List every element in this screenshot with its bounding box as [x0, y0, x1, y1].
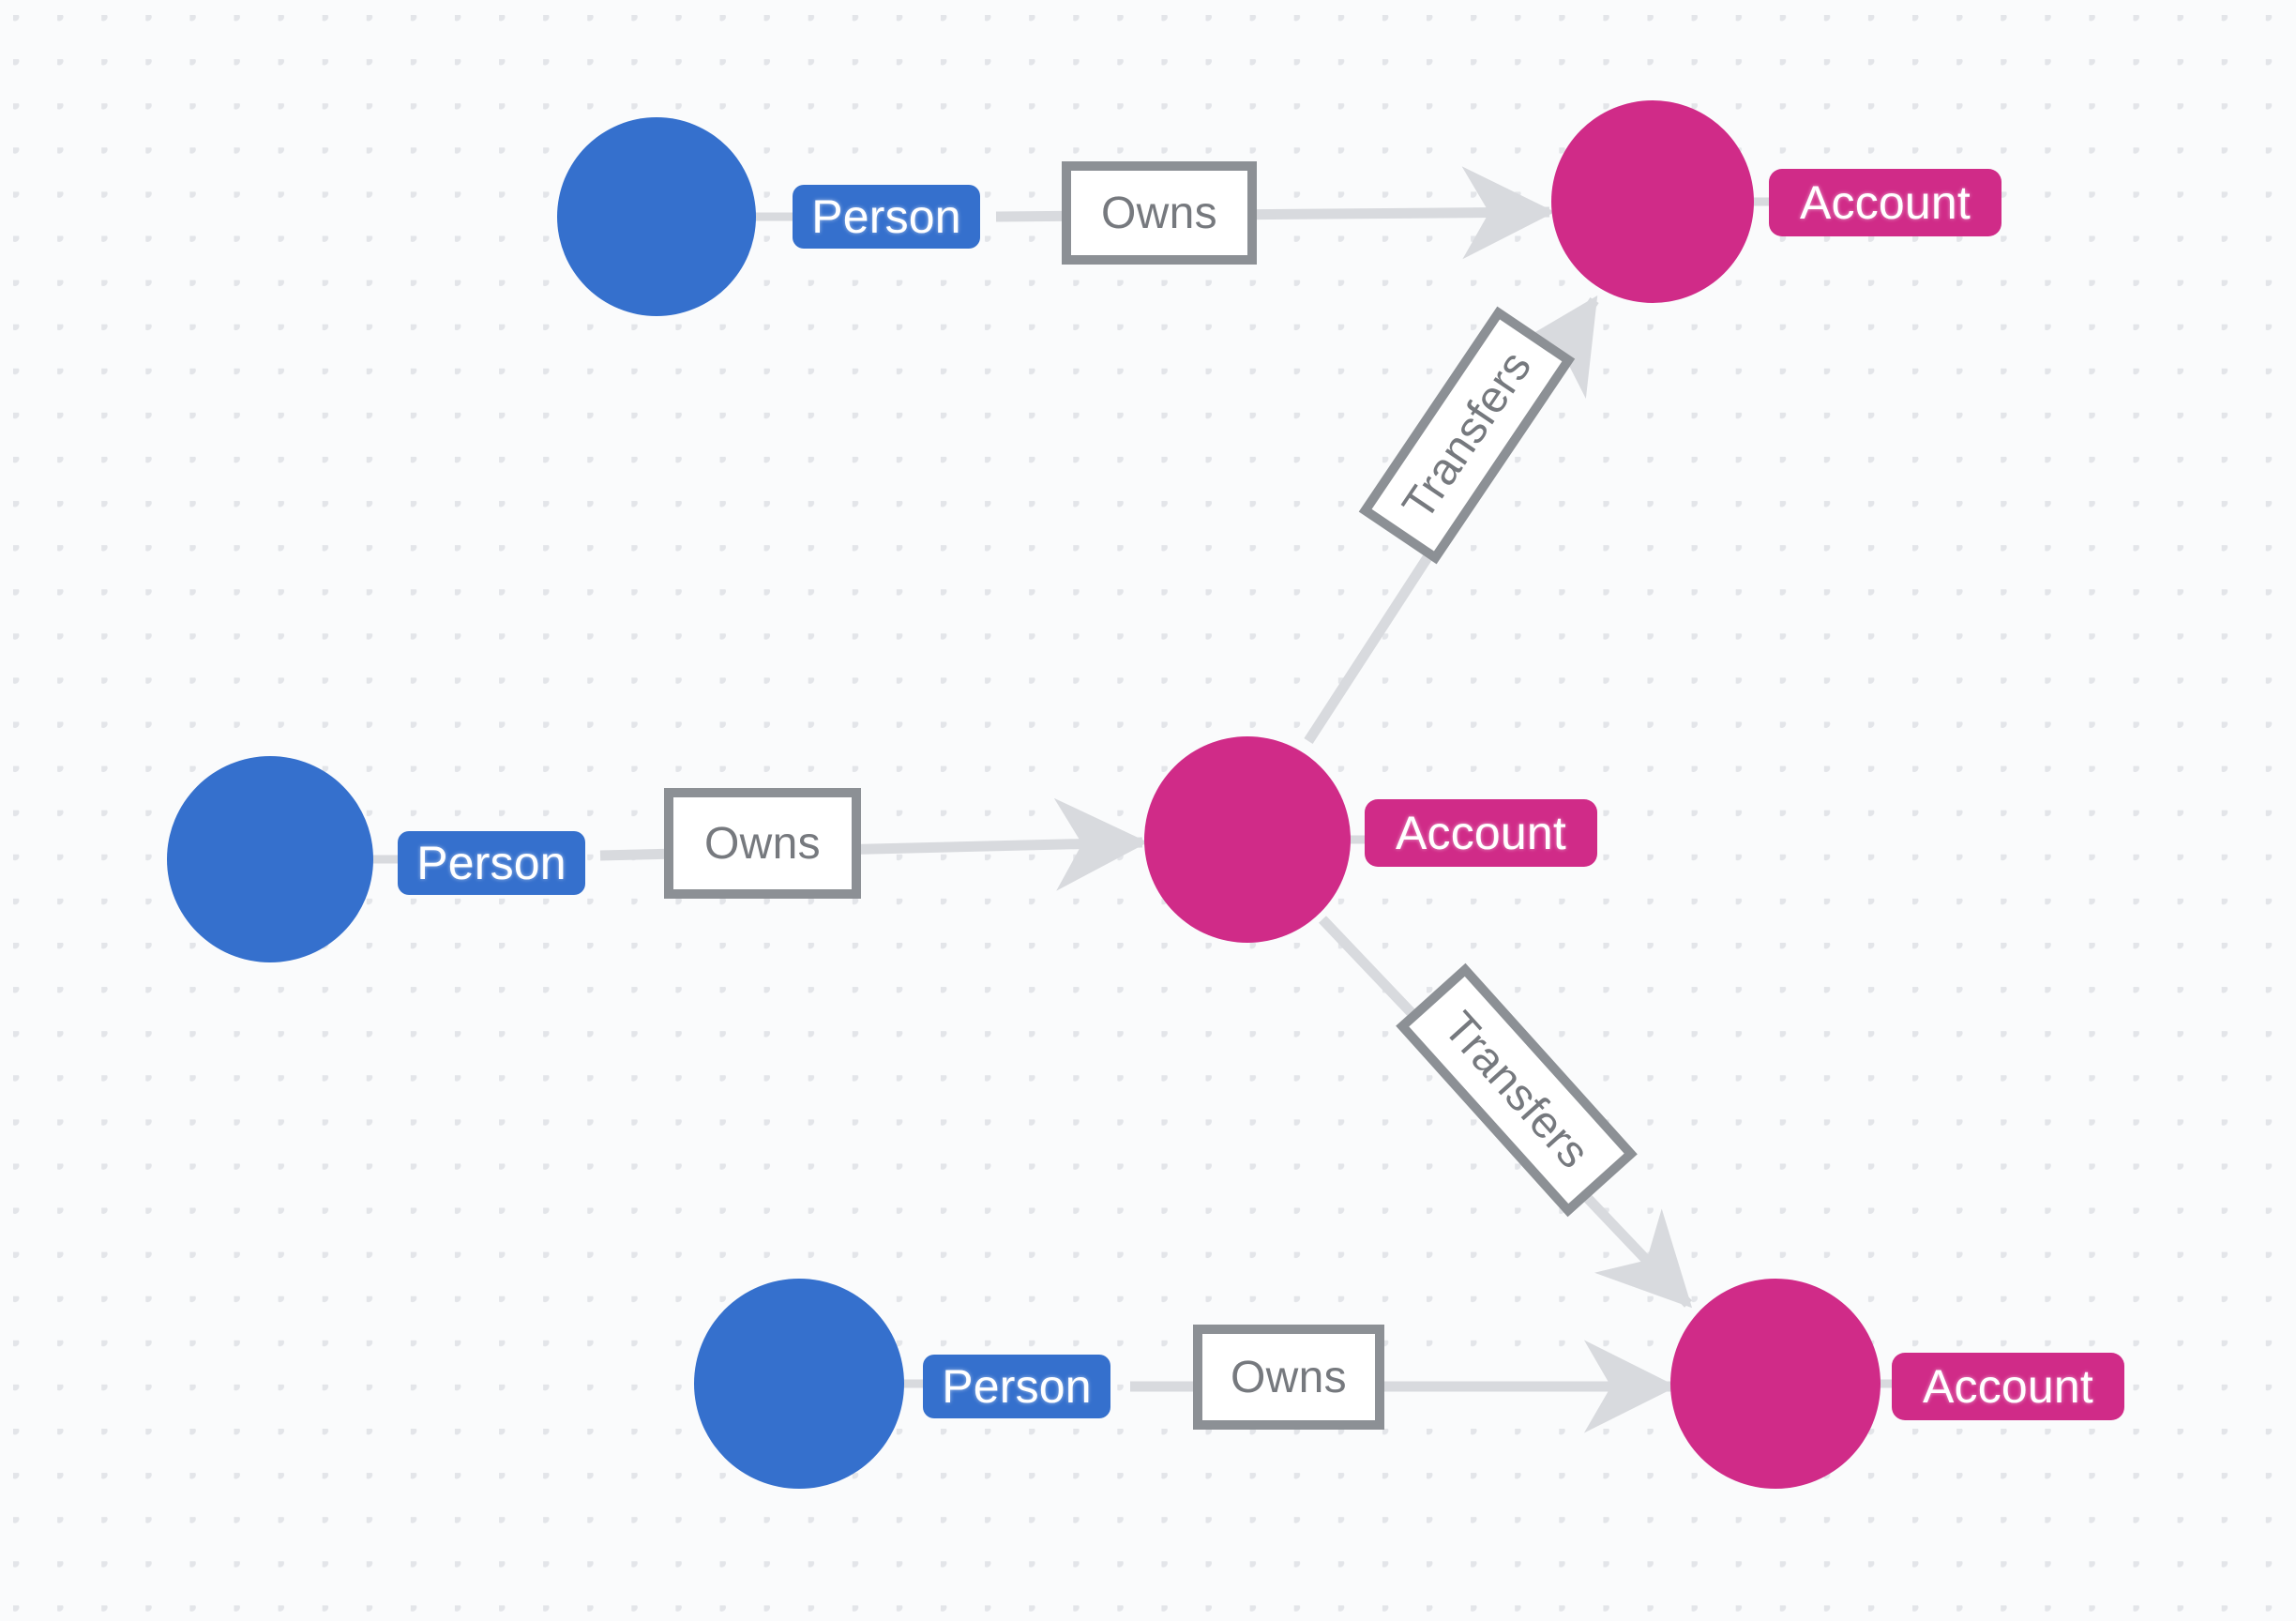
edge-label-transfers-2[interactable]: Transfers	[1396, 962, 1638, 1218]
node-label-account-2[interactable]: Account	[1365, 799, 1597, 867]
node-account-2[interactable]	[1144, 736, 1351, 943]
edge-label-owns-3[interactable]: Owns	[1193, 1325, 1384, 1430]
edge-label-owns-2[interactable]: Owns	[664, 788, 861, 899]
node-label-person-3[interactable]: Person	[923, 1355, 1110, 1418]
node-account-3[interactable]	[1670, 1279, 1881, 1489]
node-label-person-2[interactable]: Person	[398, 831, 585, 895]
node-label-account-3[interactable]: Account	[1892, 1353, 2124, 1420]
node-label-person-1[interactable]: Person	[793, 185, 980, 249]
node-person-2[interactable]	[167, 756, 373, 962]
node-person-1[interactable]	[557, 117, 756, 316]
node-account-1[interactable]	[1551, 100, 1754, 303]
node-person-3[interactable]	[694, 1279, 904, 1489]
edge-label-transfers-1[interactable]: Transfers	[1358, 306, 1576, 565]
edge-label-owns-1[interactable]: Owns	[1062, 161, 1257, 265]
node-label-account-1[interactable]: Account	[1769, 169, 2001, 236]
